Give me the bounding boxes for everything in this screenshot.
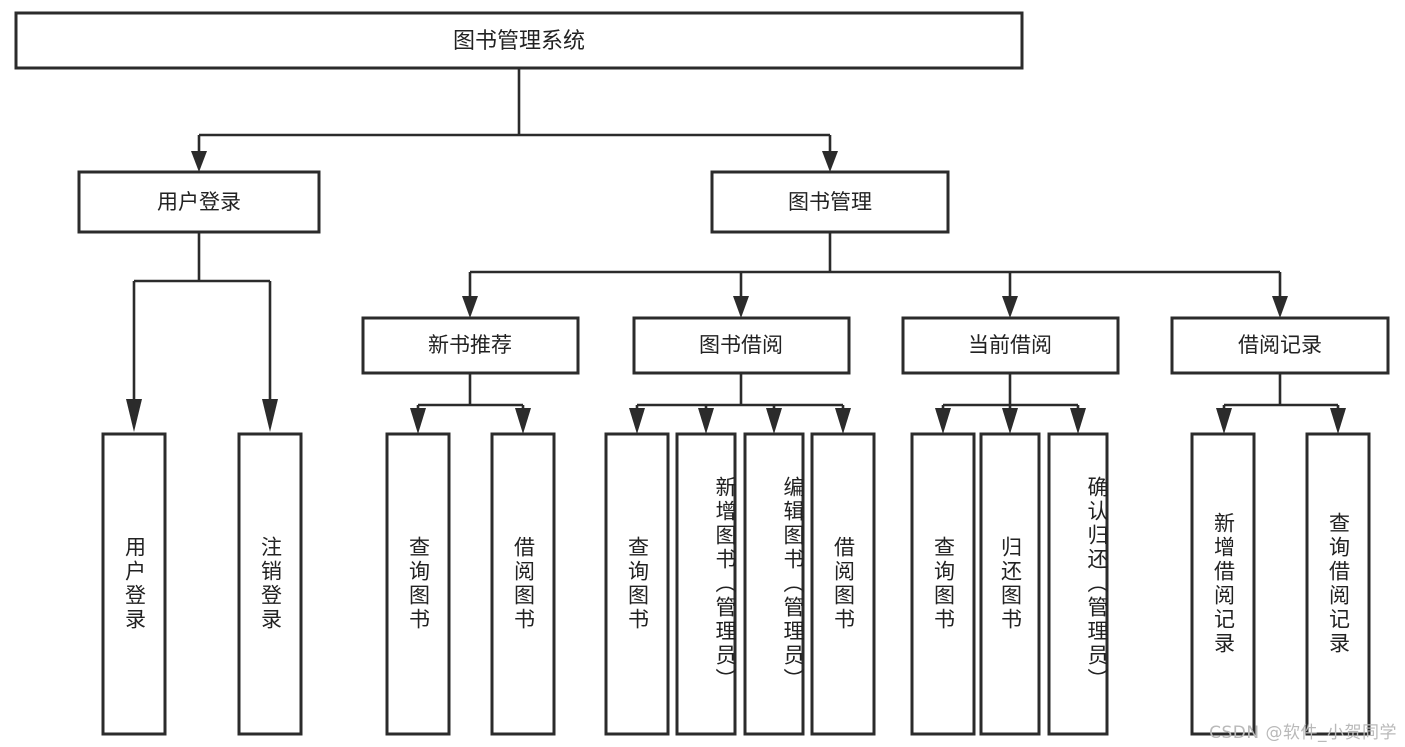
arrow-book-management [822, 151, 838, 172]
node-leaf-add-record[interactable] [1190, 432, 1256, 736]
arrow-user-login [191, 151, 207, 172]
node-layer: 图书管理系统 用户登录 图书管理 新书推荐 图书借阅 当前借阅 借阅记录 [14, 11, 1390, 736]
arrow-leaf-borrow-book-2 [835, 408, 851, 434]
node-root-label: 图书管理系统 [453, 29, 585, 54]
node-current-borrow-label: 当前借阅 [968, 333, 1052, 357]
arrow-leaf-user-login [126, 399, 142, 432]
arrow-leaf-return-book [1002, 408, 1018, 434]
node-leaf-borrow-book-1[interactable] [490, 432, 556, 736]
node-new-book-recommend-label: 新书推荐 [428, 333, 512, 357]
node-root-book-management-system[interactable] [14, 11, 1024, 70]
csdn-watermark: CSDN @软件_小贺同学 [1209, 723, 1397, 743]
node-borrow-record-label: 借阅记录 [1238, 333, 1322, 357]
node-leaf-query-book-2[interactable] [604, 432, 670, 736]
arrow-leaf-add-book [698, 408, 714, 434]
node-new-book-recommend[interactable] [361, 316, 580, 375]
node-leaf-query-record[interactable] [1305, 432, 1371, 736]
connector-layer [126, 68, 1346, 434]
arrow-borrow-record [1272, 296, 1288, 318]
node-leaf-query-book-1[interactable] [385, 432, 451, 736]
node-leaf-confirm-return[interactable] [1047, 432, 1109, 736]
node-leaf-edit-book[interactable] [743, 432, 805, 736]
node-current-borrow[interactable] [901, 316, 1120, 375]
arrow-new-book-recommend [462, 296, 478, 318]
arrow-leaf-edit-book [766, 408, 782, 434]
node-book-borrow-label: 图书借阅 [699, 333, 783, 357]
arrow-leaf-add-record [1216, 408, 1232, 434]
node-book-management-label: 图书管理 [788, 190, 872, 214]
node-user-login-label: 用户登录 [157, 190, 241, 214]
node-book-borrow[interactable] [632, 316, 851, 375]
node-leaf-add-book[interactable] [675, 432, 737, 736]
arrow-leaf-borrow-book-1 [515, 408, 531, 434]
arrow-leaf-confirm-return [1070, 408, 1086, 434]
node-leaf-borrow-book-2[interactable] [810, 432, 876, 736]
node-borrow-record[interactable] [1170, 316, 1390, 375]
node-leaf-return-book[interactable] [979, 432, 1041, 736]
node-leaf-query-book-3[interactable] [910, 432, 976, 736]
node-leaf-logout-login[interactable] [237, 432, 303, 736]
arrow-current-borrow [1002, 296, 1018, 318]
arrow-book-borrow [733, 296, 749, 318]
arrow-leaf-query-book-3 [935, 408, 951, 434]
node-leaf-user-login[interactable] [101, 432, 167, 736]
arrow-leaf-query-record [1330, 408, 1346, 434]
arrow-leaf-query-book-1 [410, 408, 426, 434]
arrow-leaf-logout-login [262, 399, 278, 432]
arrow-leaf-query-book-2 [629, 408, 645, 434]
node-user-login[interactable] [77, 170, 321, 234]
node-book-management[interactable] [710, 170, 950, 234]
